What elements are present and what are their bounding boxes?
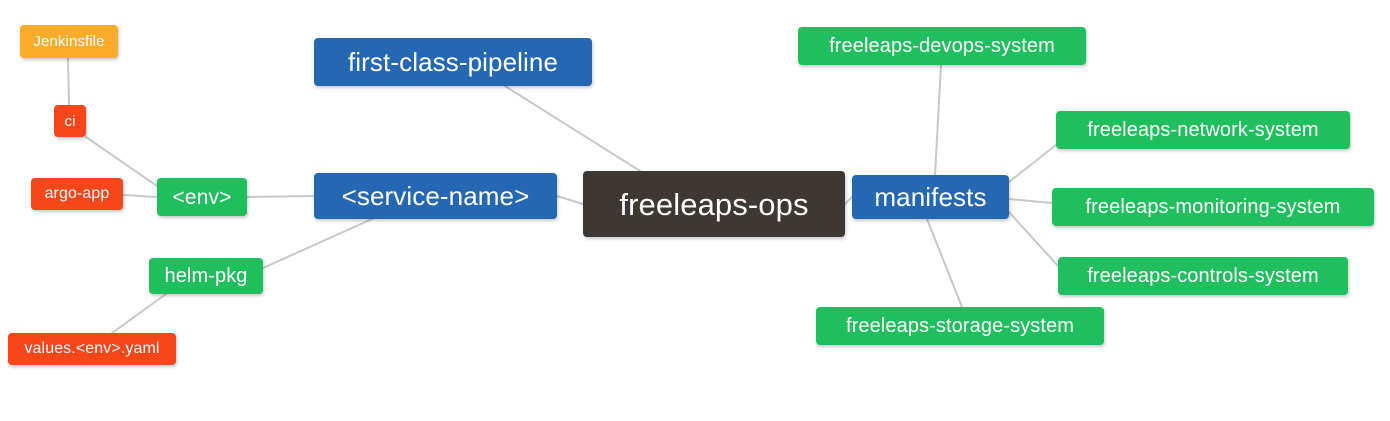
mindmap-node-first-class-pipeline[interactable]: first-class-pipeline	[314, 38, 592, 86]
mindmap-node-service-name[interactable]: <service-name>	[314, 173, 557, 219]
mindmap-node-freeleaps-ops[interactable]: freeleaps-ops	[583, 171, 845, 237]
mindmap-node-helm-pkg[interactable]: helm-pkg	[149, 258, 263, 294]
mindmap-node-argo-app[interactable]: argo-app	[31, 178, 123, 210]
mindmap-node-jenkinsfile[interactable]: Jenkinsfile	[20, 25, 118, 58]
mindmap-node-values-yaml[interactable]: values.<env>.yaml	[8, 333, 176, 365]
mindmap-node-freeleaps-monitoring-system[interactable]: freeleaps-monitoring-system	[1052, 188, 1374, 226]
mindmap-node-freeleaps-storage-system[interactable]: freeleaps-storage-system	[816, 307, 1104, 345]
edge-service-env	[246, 195, 315, 198]
edge-manifests-devops	[934, 64, 942, 176]
edge-ops-manifests	[844, 196, 853, 205]
edge-manifests-controls	[1008, 211, 1059, 267]
edge-ci-jenkinsfile	[67, 57, 70, 106]
edge-manifests-storage	[926, 218, 963, 308]
edge-helm-values	[111, 293, 167, 334]
edge-ops-pipeline	[504, 85, 641, 172]
mindmap-node-ci[interactable]: ci	[54, 105, 86, 137]
mindmap-node-freeleaps-network-system[interactable]: freeleaps-network-system	[1056, 111, 1350, 149]
mindmap-node-freeleaps-devops-system[interactable]: freeleaps-devops-system	[798, 27, 1086, 65]
edge-manifests-network	[1008, 144, 1057, 183]
edge-ops-service	[556, 195, 584, 205]
mindmap-node-env[interactable]: <env>	[157, 178, 247, 216]
edge-env-argo	[122, 194, 158, 198]
edge-manifests-monitoring	[1008, 198, 1053, 204]
edge-service-helm	[262, 218, 373, 269]
mindmap-node-manifests[interactable]: manifests	[852, 175, 1009, 219]
mindmap-node-freeleaps-controls-system[interactable]: freeleaps-controls-system	[1058, 257, 1348, 295]
